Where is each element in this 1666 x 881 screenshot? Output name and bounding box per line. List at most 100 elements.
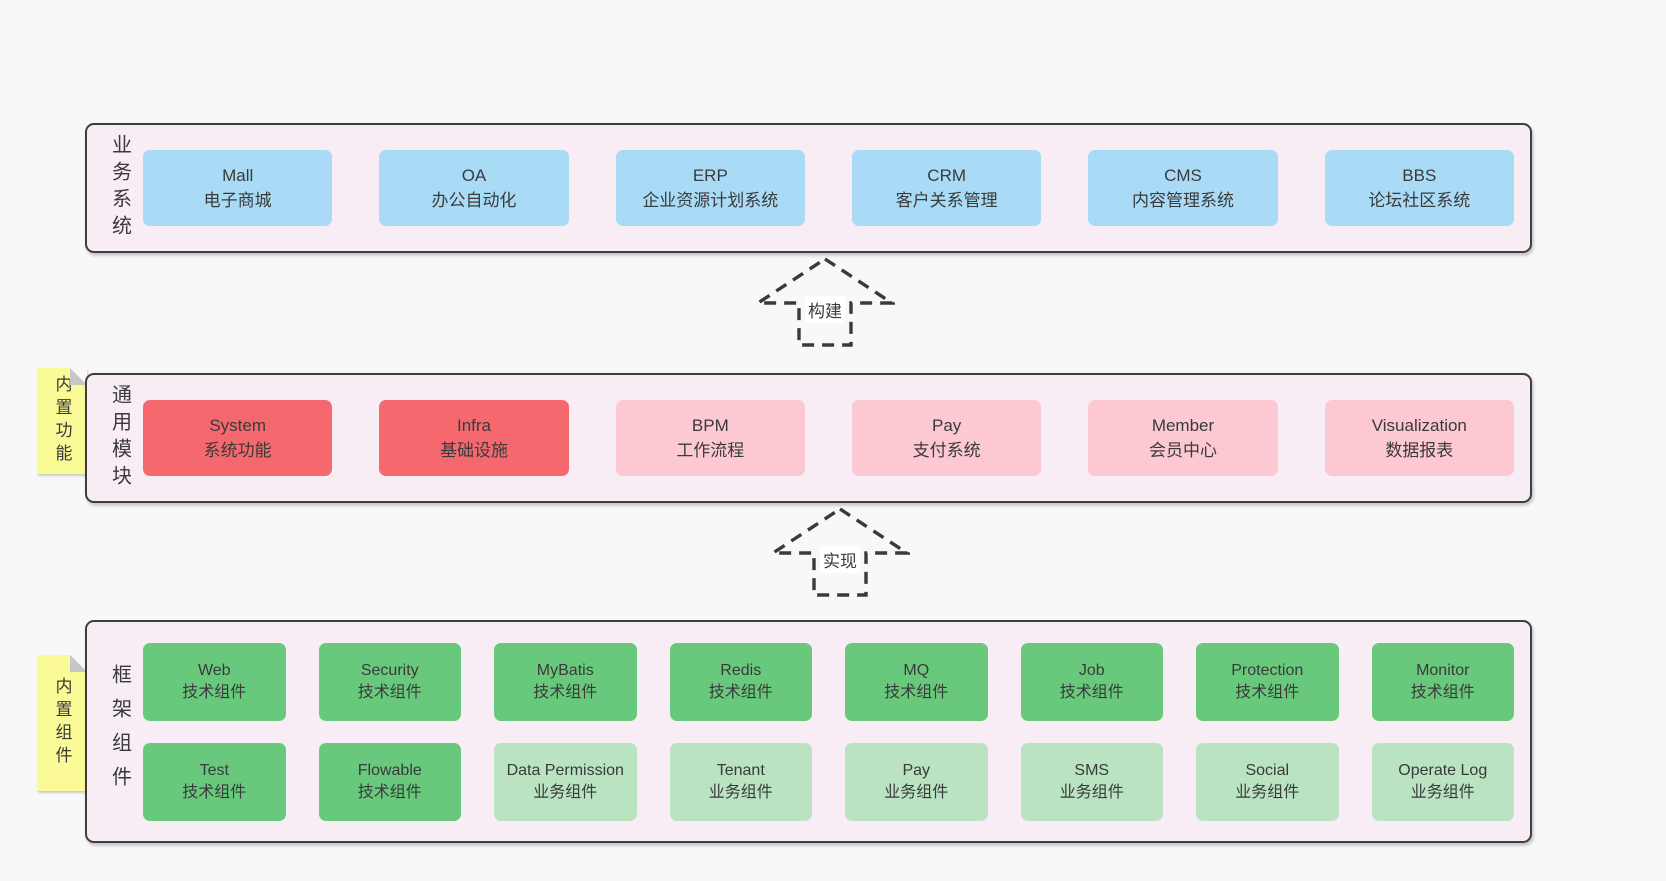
box-title: BPM (691, 415, 729, 435)
box-web: Web 技术组件 (143, 642, 286, 721)
box-title: Pay (902, 761, 931, 779)
box-title: Job (1078, 661, 1105, 679)
box-mq: MQ 技术组件 (845, 642, 988, 721)
box-title: BBS (1402, 165, 1437, 185)
box-pay-component: Pay 业务组件 (845, 742, 988, 821)
box-subtitle: 电子商城 (203, 191, 272, 210)
box-subtitle: 业务组件 (884, 783, 949, 801)
implement-arrow-label: 实现 (820, 546, 860, 573)
box-title: Flowable (357, 761, 422, 779)
box-flowable: Flowable 技术组件 (318, 742, 461, 821)
business-systems-panel: 业务系统 Mall 电子商城 OA 办公自动化 ERP 企业资源计划系统 CRM… (85, 123, 1532, 253)
box-subtitle: 内容管理系统 (1131, 191, 1234, 210)
box-title: CRM (927, 165, 967, 185)
builtin-features-label: 内置功能 (52, 375, 72, 467)
box-subtitle: 业务组件 (1059, 783, 1124, 801)
box-operate-log: Operate Log 业务组件 (1371, 742, 1514, 821)
box-erp: ERP 企业资源计划系统 (615, 150, 805, 226)
common-modules-boxes: System 系统功能 Infra 基础设施 BPM 工作流程 Pay 支付系统… (143, 400, 1514, 476)
box-subtitle: 业务组件 (533, 783, 598, 801)
box-subtitle: 系统功能 (203, 441, 272, 460)
box-subtitle: 技术组件 (357, 683, 422, 701)
box-title: Data Permission (506, 761, 624, 779)
box-subtitle: 业务组件 (1235, 783, 1300, 801)
common-modules-side-label: 通用模块 (108, 384, 131, 492)
box-subtitle: 技术组件 (1235, 683, 1300, 701)
box-subtitle: 基础设施 (439, 441, 508, 460)
box-title: Web (197, 661, 231, 679)
box-subtitle: 技术组件 (884, 683, 949, 701)
box-title: Monitor (1416, 661, 1470, 679)
framework-components-panel: 框架组件 Web 技术组件 Security 技术组件 MyBatis 技术组件… (85, 620, 1532, 843)
box-test: Test 技术组件 (143, 742, 286, 821)
framework-components-boxes: Web 技术组件 Security 技术组件 MyBatis 技术组件 Redi… (143, 642, 1514, 821)
box-subtitle: 技术组件 (1410, 683, 1475, 701)
box-title: Infra (456, 415, 491, 435)
box-protection: Protection 技术组件 (1196, 642, 1339, 721)
box-title: SMS (1074, 761, 1110, 779)
box-mall: Mall 电子商城 (143, 150, 333, 226)
box-title: Test (199, 761, 229, 779)
box-bpm: BPM 工作流程 (615, 400, 805, 476)
box-monitor: Monitor 技术组件 (1371, 642, 1514, 721)
box-subtitle: 技术组件 (533, 683, 598, 701)
box-subtitle: 企业资源计划系统 (642, 191, 779, 210)
box-tenant: Tenant 业务组件 (669, 742, 812, 821)
box-subtitle: 技术组件 (182, 683, 247, 701)
box-member: Member 会员中心 (1088, 400, 1278, 476)
box-infra: Infra 基础设施 (379, 400, 569, 476)
box-subtitle: 业务组件 (708, 783, 773, 801)
box-title: Member (1151, 415, 1215, 435)
box-title: Security (360, 661, 419, 679)
box-subtitle: 技术组件 (182, 783, 247, 801)
box-title: OA (461, 165, 487, 185)
common-modules-panel: 通用模块 System 系统功能 Infra 基础设施 BPM 工作流程 Pay… (85, 373, 1532, 503)
box-subtitle: 技术组件 (357, 783, 422, 801)
box-social: Social 业务组件 (1196, 742, 1339, 821)
box-subtitle: 论坛社区系统 (1368, 191, 1471, 210)
box-mybatis: MyBatis 技术组件 (494, 642, 637, 721)
box-security: Security 技术组件 (318, 642, 461, 721)
box-subtitle: 办公自动化 (431, 191, 517, 210)
box-title: Visualization (1371, 415, 1467, 435)
builtin-components-label: 内置组件 (52, 677, 72, 769)
box-title: Social (1245, 761, 1290, 779)
box-subtitle: 数据报表 (1385, 441, 1454, 460)
box-title: Operate Log (1398, 761, 1488, 779)
box-bbs: BBS 论坛社区系统 (1324, 150, 1514, 226)
box-subtitle: 技术组件 (708, 683, 773, 701)
box-title: Pay (932, 415, 962, 435)
box-system: System 系统功能 (143, 400, 333, 476)
builtin-features-sticky: 内置功能 (37, 368, 87, 474)
box-data-permission: Data Permission 业务组件 (494, 742, 637, 821)
box-title: ERP (692, 165, 728, 185)
box-visualization: Visualization 数据报表 (1324, 400, 1514, 476)
box-oa: OA 办公自动化 (379, 150, 569, 226)
box-title: Redis (720, 661, 762, 679)
box-subtitle: 技术组件 (1059, 683, 1124, 701)
box-title: MyBatis (536, 661, 594, 679)
box-subtitle: 会员中心 (1148, 441, 1217, 460)
box-subtitle: 支付系统 (912, 441, 981, 460)
up-arrow-icon (770, 506, 910, 597)
box-title: MQ (903, 661, 930, 679)
box-title: System (209, 415, 266, 435)
box-title: Tenant (716, 761, 765, 779)
box-subtitle: 工作流程 (676, 441, 745, 460)
business-systems-boxes: Mall 电子商城 OA 办公自动化 ERP 企业资源计划系统 CRM 客户关系… (143, 150, 1514, 226)
box-title: Protection (1231, 661, 1304, 679)
business-systems-side-label: 业务系统 (108, 134, 131, 242)
box-subtitle: 业务组件 (1410, 783, 1475, 801)
up-arrow-icon (755, 256, 895, 347)
builtin-components-sticky: 内置组件 (37, 655, 87, 791)
box-crm: CRM 客户关系管理 (851, 150, 1042, 226)
box-job: Job 技术组件 (1020, 642, 1163, 721)
box-cms: CMS 内容管理系统 (1088, 150, 1278, 226)
box-sms: SMS 业务组件 (1020, 742, 1163, 821)
framework-components-side-label: 框架组件 (108, 663, 131, 800)
box-title: Mall (222, 165, 254, 185)
box-pay-module: Pay 支付系统 (851, 400, 1042, 476)
box-title: CMS (1164, 165, 1202, 185)
build-arrow: 构建 (755, 256, 895, 348)
